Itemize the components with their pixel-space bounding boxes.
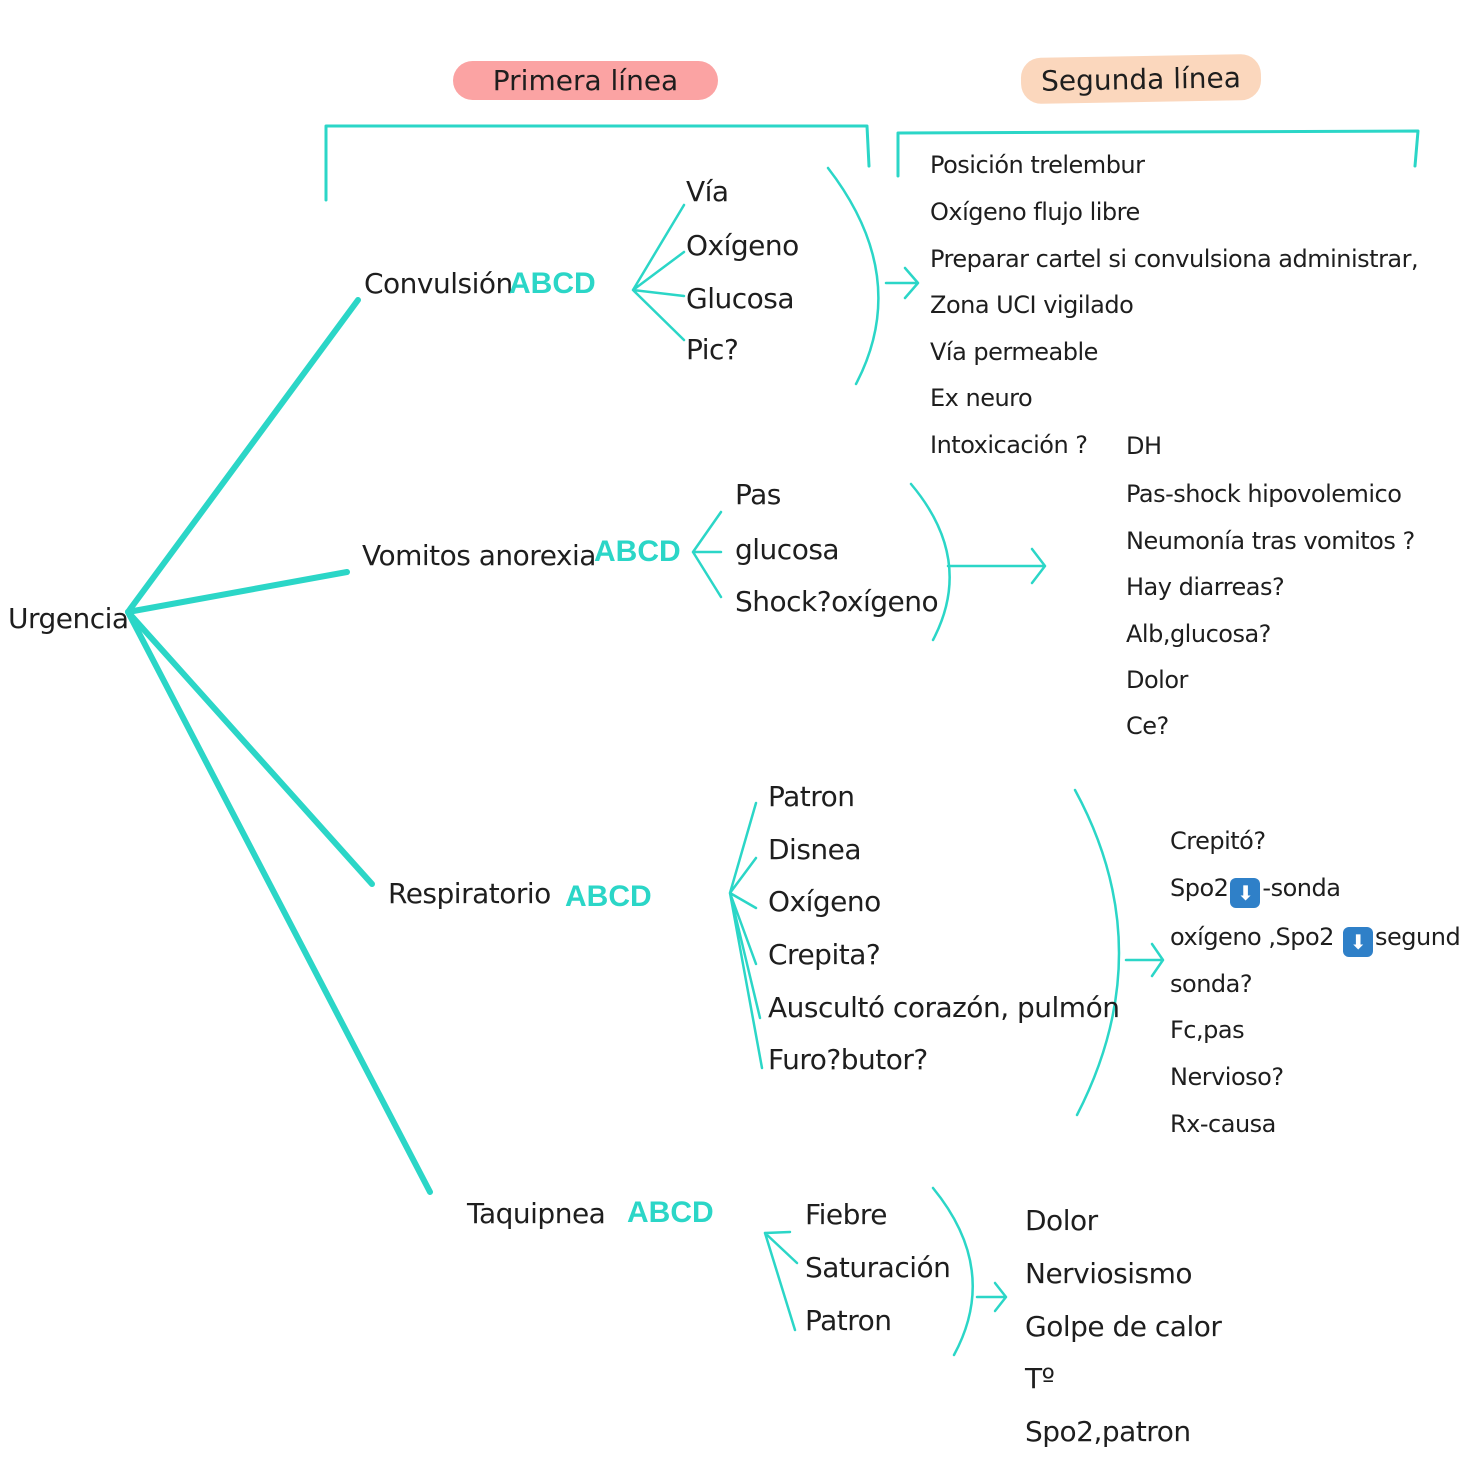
second-line-item: Zona UCI vigilado — [930, 291, 1134, 319]
abcd-tag-respiratorio: ABCD — [565, 880, 652, 913]
abcd-tag-vomitos: ABCD — [594, 535, 681, 568]
second-line-item: Ce? — [1126, 712, 1169, 740]
branch-label-vomitos: Vomitos anorexia — [362, 539, 596, 572]
primera-linea-bracket — [324, 124, 871, 202]
taquipnea-fan — [763, 1230, 799, 1332]
vomitos-arrow — [946, 547, 1047, 585]
first-line-item: Glucosa — [686, 282, 795, 315]
branch-line-respiratorio — [125, 609, 375, 887]
first-line-item: Pas — [735, 478, 781, 511]
root-node-label: Urgencia — [8, 602, 129, 635]
convulsion-brace — [826, 166, 880, 386]
second-line-item: Alb,glucosa? — [1126, 620, 1271, 648]
vomitos-fan — [691, 510, 723, 599]
second-line-item: Crepitó? — [1170, 827, 1266, 855]
second-line-item: Vía permeable — [930, 338, 1098, 366]
second-line-item: Spo2,patron — [1025, 1415, 1191, 1448]
second-line-item: Ex neuro — [930, 384, 1033, 412]
second-line-item: Neumonía tras vomitos ? — [1126, 527, 1415, 555]
respiratorio-fan — [728, 801, 764, 1070]
convulsion-arrow — [884, 266, 920, 300]
second-line-item: Nerviosismo — [1025, 1257, 1193, 1290]
second-line-item: Posición trelembur — [930, 151, 1145, 179]
abcd-tag-convulsion: ABCD — [509, 267, 596, 300]
branch-label-convulsion: Convulsión — [364, 267, 513, 300]
second-line-item: Preparar cartel si convulsiona administr… — [930, 245, 1419, 273]
second-line-item-spo2: Spo2⬇-sonda — [1170, 874, 1341, 908]
segunda-linea-bracket — [896, 129, 1420, 178]
second-line-item: Nervioso? — [1170, 1063, 1284, 1091]
header-segunda-linea: Segunda línea — [1020, 53, 1262, 105]
taquipnea-arrow — [975, 1281, 1008, 1313]
branch-line-convulsion — [125, 297, 361, 615]
second-line-item: sonda? — [1170, 970, 1253, 998]
root-branches — [125, 297, 433, 1195]
second-line-item: Fc,pas — [1170, 1016, 1245, 1044]
first-line-item: Auscultó corazón, pulmón — [768, 991, 1120, 1024]
second-line-item: Intoxicación ? — [930, 431, 1088, 459]
first-line-item: Patron — [768, 780, 855, 813]
first-line-item: Saturación — [805, 1251, 951, 1284]
second-line-item: Golpe de calor — [1025, 1310, 1222, 1343]
spo2-text: Spo2 — [1170, 874, 1229, 902]
header-primera-linea-label: Primera línea — [492, 64, 679, 97]
first-line-item: Crepita? — [768, 938, 881, 971]
first-line-item: Pic? — [686, 333, 739, 366]
first-line-item: Fiebre — [805, 1198, 887, 1231]
second-line-item: Rx-causa — [1170, 1110, 1276, 1138]
second-line-item-oxigeno-spo2: oxígeno ,Spo2 ⬇segunda — [1170, 925, 1460, 957]
second-line-item: Tº — [1025, 1362, 1055, 1395]
second-line-item: Hay diarreas? — [1126, 573, 1285, 601]
branch-line-vomitos — [125, 569, 350, 615]
second-line-item: Pas-shock hipovolemico — [1126, 480, 1402, 508]
taquipnea-brace — [931, 1186, 974, 1357]
sonda-text: -sonda — [1262, 874, 1341, 902]
first-line-item: Disnea — [768, 833, 862, 866]
first-line-item: Shock?oxígeno — [735, 585, 939, 618]
first-line-item: Furo?butor? — [768, 1043, 928, 1076]
convulsion-fan — [631, 203, 686, 342]
first-line-item: Patron — [805, 1304, 892, 1337]
second-line-item: Oxígeno flujo libre — [930, 198, 1140, 226]
oxigeno-spo2-text: oxígeno ,Spo2 — [1170, 923, 1334, 951]
second-line-item: Dolor — [1025, 1204, 1098, 1237]
down-arrow-emoji-icon: ⬇ — [1343, 927, 1374, 957]
second-line-item: DH — [1126, 432, 1162, 460]
down-arrow-emoji-icon: ⬇ — [1230, 878, 1261, 908]
header-primera-linea: Primera línea — [453, 61, 718, 100]
first-line-item: glucosa — [735, 533, 840, 566]
first-line-item: Oxígeno — [768, 885, 881, 918]
respiratorio-arrow — [1124, 942, 1165, 978]
segunda-text: segunda — [1375, 923, 1460, 951]
first-line-item: Vía — [686, 175, 729, 208]
branch-label-taquipnea: Taquipnea — [467, 1197, 606, 1230]
second-line-item: Dolor — [1126, 666, 1188, 694]
header-segunda-linea-label: Segunda línea — [1040, 61, 1242, 98]
vomitos-brace — [909, 482, 951, 642]
respiratorio-brace — [1073, 788, 1121, 1117]
abcd-tag-taquipnea: ABCD — [627, 1196, 714, 1229]
first-line-item: Oxígeno — [686, 229, 799, 262]
branch-line-taquipnea — [125, 609, 433, 1195]
branch-label-respiratorio: Respiratorio — [388, 877, 551, 910]
